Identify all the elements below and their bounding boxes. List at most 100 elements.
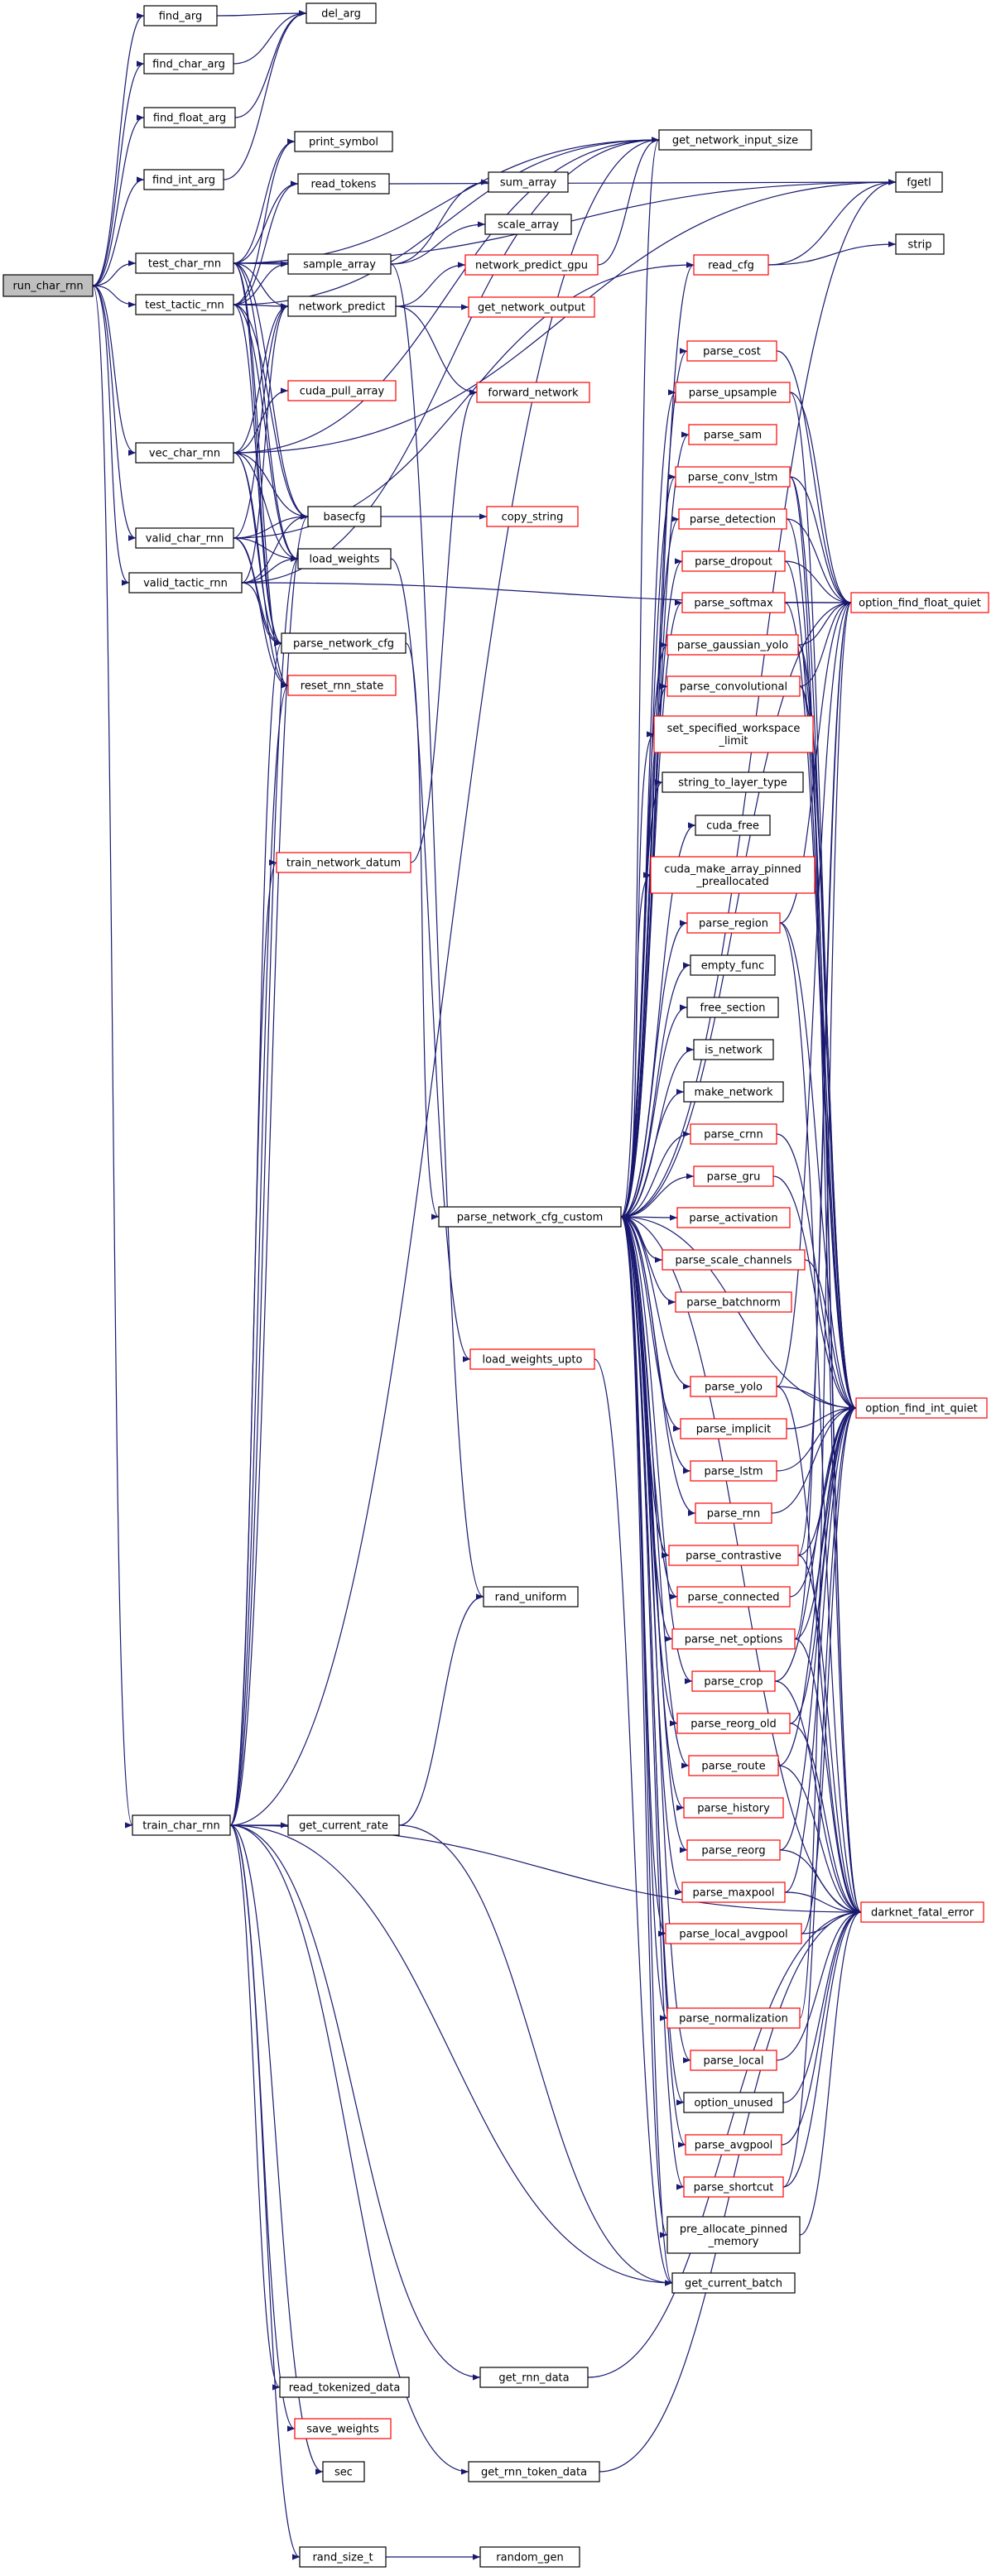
node-parse_history[interactable]: parse_history — [683, 1797, 784, 1819]
node-parse_yolo[interactable]: parse_yolo — [690, 1376, 777, 1397]
node-sum_array[interactable]: sum_array — [488, 171, 569, 193]
node-parse_route[interactable]: parse_route — [688, 1755, 779, 1776]
node-string_to_layer_type[interactable]: string_to_layer_type — [662, 771, 804, 793]
node-parse_maxpool[interactable]: parse_maxpool — [681, 1882, 786, 1903]
node-train_char_rnn[interactable]: train_char_rnn — [132, 1814, 231, 1836]
node-parse_local[interactable]: parse_local — [690, 2050, 777, 2071]
node-parse_gru[interactable]: parse_gru — [693, 1165, 774, 1187]
node-sample_array[interactable]: sample_array — [287, 253, 392, 275]
node-get_network_output[interactable]: get_network_output — [468, 296, 595, 318]
node-vec_char_rnn[interactable]: vec_char_rnn — [135, 442, 234, 464]
node-pre_allocate_pinned_memory[interactable]: pre_allocate_pinned_memory — [666, 2216, 801, 2254]
node-print_symbol[interactable]: print_symbol — [294, 131, 393, 152]
node-valid_char_rnn[interactable]: valid_char_rnn — [135, 527, 234, 549]
node-label: parse_activation — [689, 1213, 777, 1225]
node-parse_local_avgpool[interactable]: parse_local_avgpool — [665, 1923, 802, 1944]
node-parse_network_cfg_custom[interactable]: parse_network_cfg_custom — [438, 1206, 622, 1228]
node-load_weights_upto[interactable]: load_weights_upto — [469, 1348, 595, 1370]
node-rand_uniform[interactable]: rand_uniform — [483, 1586, 579, 1608]
node-parse_dropout[interactable]: parse_dropout — [681, 550, 786, 572]
node-set_specified_workspace_limit[interactable]: set_specified_workspace_limit — [653, 715, 814, 753]
node-get_network_input_size[interactable]: get_network_input_size — [658, 129, 812, 151]
node-find_char_arg[interactable]: find_char_arg — [143, 53, 234, 74]
edge-parse_avgpool-to-darknet_fatal_error — [781, 1909, 862, 2146]
node-free_section[interactable]: free_section — [686, 997, 779, 1018]
node-find_int_arg[interactable]: find_int_arg — [143, 169, 224, 190]
node-run_char_rnn[interactable]: run_char_rnn — [2, 274, 94, 297]
node-parse_scale_channels[interactable]: parse_scale_channels — [662, 1249, 806, 1271]
node-test_tactic_rnn[interactable]: test_tactic_rnn — [135, 294, 234, 315]
node-parse_convolutional[interactable]: parse_convolutional — [666, 675, 801, 697]
node-read_cfg[interactable]: read_cfg — [693, 254, 769, 276]
node-fgetl[interactable]: fgetl — [895, 171, 943, 193]
node-box — [299, 2546, 387, 2568]
node-parse_implicit[interactable]: parse_implicit — [680, 1418, 787, 1439]
node-get_current_rate[interactable]: get_current_rate — [287, 1814, 400, 1836]
edge-test_char_rnn-to-print_symbol — [233, 138, 296, 264]
node-copy_string[interactable]: copy_string — [486, 506, 579, 527]
node-network_predict[interactable]: network_predict — [287, 296, 397, 317]
node-box — [658, 129, 812, 151]
node-forward_network[interactable]: forward_network — [476, 382, 590, 403]
node-test_char_rnn[interactable]: test_char_rnn — [135, 252, 234, 274]
node-scale_array[interactable]: scale_array — [484, 214, 572, 235]
node-option_find_int_quiet[interactable]: option_find_int_quiet — [855, 1397, 988, 1419]
node-parse_net_options[interactable]: parse_net_options — [671, 1628, 796, 1650]
node-sec[interactable]: sec — [322, 2461, 365, 2482]
node-save_weights[interactable]: save_weights — [294, 2418, 392, 2439]
node-find_arg[interactable]: find_arg — [143, 5, 218, 26]
node-network_predict_gpu[interactable]: network_predict_gpu — [464, 254, 599, 276]
node-parse_connected[interactable]: parse_connected — [676, 1586, 791, 1608]
node-parse_conv_lstm[interactable]: parse_conv_lstm — [675, 466, 791, 488]
node-label: load_weights — [310, 554, 380, 566]
node-train_network_datum[interactable]: train_network_datum — [276, 852, 411, 873]
node-option_find_float_quiet[interactable]: option_find_float_quiet — [850, 592, 989, 613]
node-parse_normalization[interactable]: parse_normalization — [666, 2007, 801, 2029]
node-darknet_fatal_error[interactable]: darknet_fatal_error — [860, 1901, 984, 1923]
node-parse_cost[interactable]: parse_cost — [686, 340, 777, 362]
node-parse_softmax[interactable]: parse_softmax — [681, 592, 786, 613]
node-parse_crnn[interactable]: parse_crnn — [690, 1123, 777, 1145]
node-parse_crop[interactable]: parse_crop — [691, 1670, 776, 1692]
node-empty_func[interactable]: empty_func — [690, 954, 776, 976]
node-parse_batchnorm[interactable]: parse_batchnorm — [675, 1291, 792, 1313]
node-parse_lstm[interactable]: parse_lstm — [690, 1460, 777, 1482]
node-parse_contrastive[interactable]: parse_contrastive — [668, 1545, 799, 1566]
node-cuda_make_array_pinned_preallocated[interactable]: cuda_make_array_pinned_preallocated — [650, 856, 816, 894]
node-basecfg[interactable]: basecfg — [307, 506, 382, 527]
node-del_arg[interactable]: del_arg — [306, 2, 377, 24]
node-cuda_free[interactable]: cuda_free — [695, 815, 771, 836]
node-parse_region[interactable]: parse_region — [686, 912, 781, 934]
node-box — [668, 1545, 799, 1566]
node-parse_avgpool[interactable]: parse_avgpool — [685, 2134, 782, 2155]
node-parse_gaussian_yolo[interactable]: parse_gaussian_yolo — [666, 634, 799, 656]
node-is_network[interactable]: is_network — [693, 1039, 774, 1060]
node-get_rnn_data[interactable]: get_rnn_data — [479, 2367, 589, 2388]
node-option_unused[interactable]: option_unused — [683, 2092, 784, 2113]
node-parse_upsample[interactable]: parse_upsample — [675, 382, 791, 403]
node-read_tokenized_data[interactable]: read_tokenized_data — [279, 2377, 410, 2398]
edge-train_char_rnn-to-save_weights — [229, 1824, 296, 2432]
node-label: parse_sam — [704, 430, 762, 442]
node-parse_detection[interactable]: parse_detection — [678, 508, 787, 530]
node-read_tokens[interactable]: read_tokens — [297, 173, 390, 195]
node-random_gen[interactable]: random_gen — [479, 2546, 580, 2568]
node-reset_rnn_state[interactable]: reset_rnn_state — [287, 675, 397, 696]
node-parse_shortcut[interactable]: parse_shortcut — [683, 2176, 784, 2198]
node-rand_size_t[interactable]: rand_size_t — [299, 2546, 387, 2568]
node-get_current_batch[interactable]: get_current_batch — [671, 2272, 796, 2294]
node-parse_reorg[interactable]: parse_reorg — [686, 1839, 781, 1861]
node-parse_reorg_old[interactable]: parse_reorg_old — [676, 1713, 791, 1734]
node-make_network[interactable]: make_network — [683, 1081, 784, 1103]
node-load_weights[interactable]: load_weights — [297, 548, 392, 570]
node-parse_rnn[interactable]: parse_rnn — [695, 1502, 772, 1524]
node-parse_activation[interactable]: parse_activation — [676, 1207, 791, 1228]
node-valid_tactic_rnn[interactable]: valid_tactic_rnn — [128, 572, 243, 594]
node-parse_sam[interactable]: parse_sam — [688, 424, 777, 445]
node-find_float_arg[interactable]: find_float_arg — [143, 107, 236, 128]
edge-parse_net_options-to-option_find_int_quiet — [794, 1405, 857, 1640]
node-cuda_pull_array[interactable]: cuda_pull_array — [287, 380, 397, 401]
node-strip[interactable]: strip — [895, 233, 945, 255]
node-get_rnn_token_data[interactable]: get_rnn_token_data — [468, 2461, 600, 2482]
node-parse_network_cfg[interactable]: parse_network_cfg — [281, 632, 407, 654]
